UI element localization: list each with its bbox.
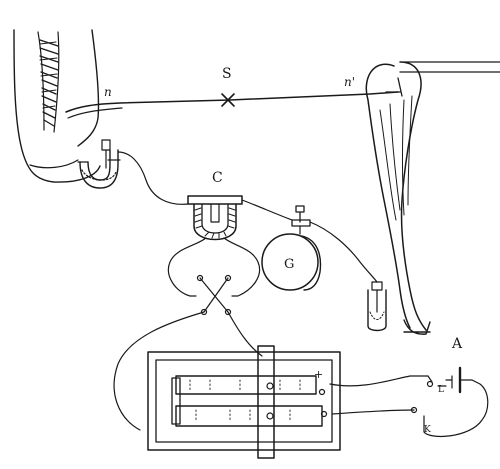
keys [410, 375, 434, 414]
left-electrode-vessel [77, 139, 121, 189]
induction-coil [147, 345, 341, 459]
label-nerve-end: n' [344, 75, 355, 89]
label-stimulus-point: S [222, 66, 232, 82]
vertebra-hatching [39, 39, 59, 127]
nerve [65, 91, 399, 119]
galvanometer [261, 205, 322, 291]
battery [445, 366, 473, 394]
commutator [187, 195, 243, 241]
left-spinal-preparation [13, 29, 101, 183]
label-nerve-start: n [104, 85, 112, 99]
label-key-l: L [438, 385, 444, 395]
label-plus: + [314, 368, 323, 381]
circuit-wires [113, 151, 489, 438]
label-commutator: C [212, 170, 223, 186]
right-electrode-vessel [367, 281, 387, 332]
label-galvanometer: G [284, 257, 294, 272]
label-key-k: K [424, 425, 431, 435]
label-battery: A [451, 336, 463, 352]
muscle-preparation [365, 61, 500, 335]
